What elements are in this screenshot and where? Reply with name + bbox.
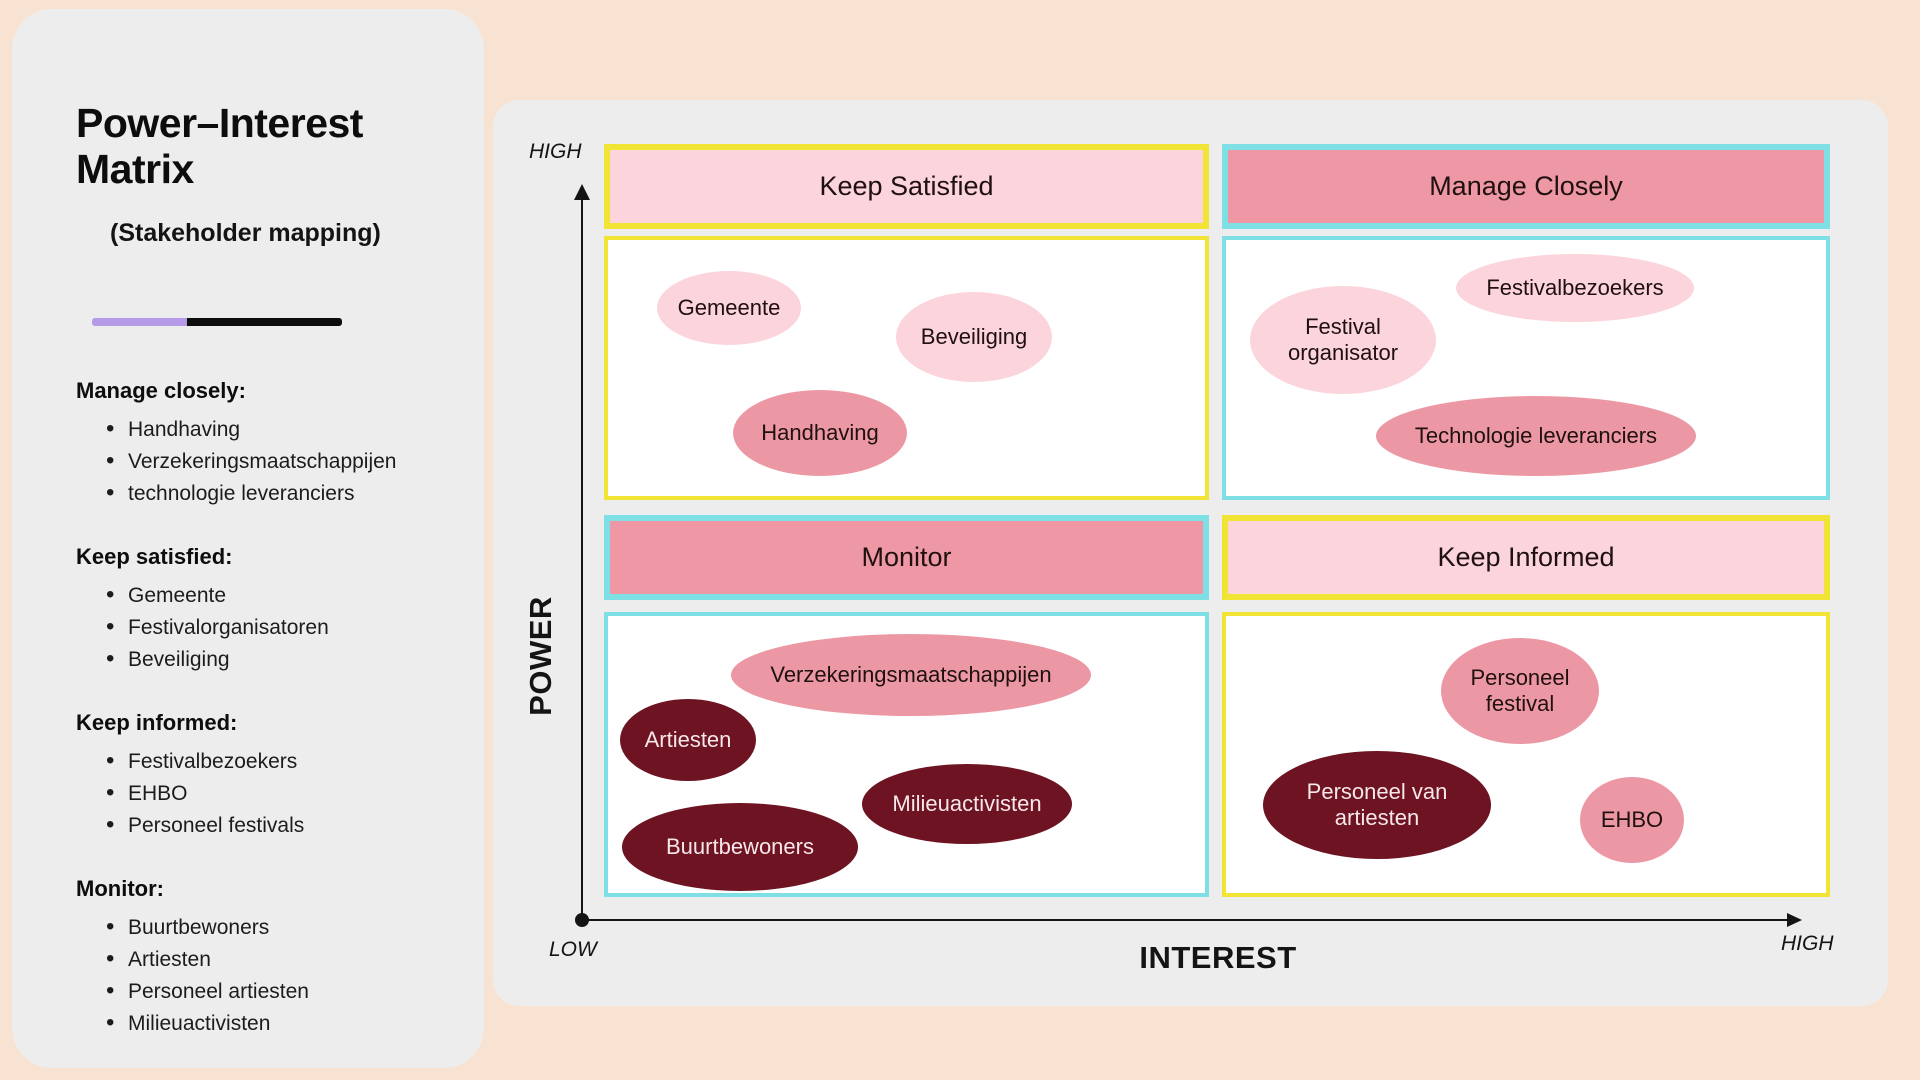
bubble-label: Personeel van artiesten xyxy=(1306,779,1448,830)
quadrant-body-monitor: Verzekeringsmaatschappijen Artiesten Mil… xyxy=(604,612,1209,897)
y-axis-title: POWER xyxy=(523,596,558,716)
matrix-panel: HIGH POWER LOW INTEREST HIGH Keep Satisf… xyxy=(493,100,1888,1006)
legend-section-keep-satisfied: Keep satisfied: Gemeente Festivalorganis… xyxy=(76,544,444,676)
quadrant-header-manage-closely: Manage Closely xyxy=(1222,144,1830,229)
quadrant-body-manage-closely: Festivalbezoekers Festival organisator T… xyxy=(1222,236,1830,500)
legend-section-keep-informed: Keep informed: Festivalbezoekers EHBO Pe… xyxy=(76,710,444,842)
page-subtitle: (Stakeholder mapping) xyxy=(110,218,381,247)
bubble-label: Artiesten xyxy=(644,727,732,753)
y-axis xyxy=(581,200,583,920)
x-axis-low-label: LOW xyxy=(549,938,597,961)
quadrant-body-keep-satisfied: Gemeente Beveiliging Handhaving xyxy=(604,236,1209,500)
bubble-label: Festivalbezoekers xyxy=(1486,275,1664,301)
bubble-label: EHBO xyxy=(1600,807,1664,833)
x-axis-high-label: HIGH xyxy=(1781,932,1834,955)
stakeholder-bubble: Gemeente xyxy=(657,271,801,345)
divider-purple-segment xyxy=(92,317,187,326)
x-axis-arrow-icon xyxy=(1787,913,1802,927)
quadrant-header-monitor: Monitor xyxy=(604,515,1209,600)
list-item: technologie leveranciers xyxy=(106,477,444,510)
stakeholder-bubble: Verzekeringsmaatschappijen xyxy=(731,634,1091,716)
divider xyxy=(92,317,342,326)
list-item: EHBO xyxy=(106,777,444,810)
quadrant-header-keep-informed: Keep Informed xyxy=(1222,515,1830,600)
divider-black-segment xyxy=(187,317,342,326)
legend-section-manage-closely: Manage closely: Handhaving Verzekeringsm… xyxy=(76,378,444,510)
x-axis xyxy=(582,919,1787,921)
list-item: Gemeente xyxy=(106,579,444,612)
list-item: Buurtbewoners xyxy=(106,911,444,944)
bubble-label: Handhaving xyxy=(761,420,879,446)
stakeholder-bubble: Beveiliging xyxy=(896,292,1052,382)
bubble-label: Technologie leveranciers xyxy=(1414,423,1658,449)
stakeholder-bubble: Technologie leveranciers xyxy=(1376,396,1696,476)
bubble-label: Personeel festival xyxy=(1470,665,1570,716)
list-item: Festivalbezoekers xyxy=(106,745,444,778)
legend-heading: Monitor: xyxy=(76,875,164,901)
list-item: Artiesten xyxy=(106,943,444,976)
bubble-label: Gemeente xyxy=(677,295,781,321)
list-item: Verzekeringsmaatschappijen xyxy=(106,445,444,478)
stakeholder-bubble: Buurtbewoners xyxy=(622,803,858,891)
x-axis-title: INTEREST xyxy=(1139,940,1297,975)
stakeholder-bubble: Personeel festival xyxy=(1441,638,1599,744)
list-item: Milieuactivisten xyxy=(106,1007,444,1040)
stakeholder-bubble: Festivalbezoekers xyxy=(1456,254,1694,322)
bubble-label: Milieuactivisten xyxy=(892,791,1042,817)
legend-section-monitor: Monitor: Buurtbewoners Artiesten Persone… xyxy=(76,876,444,1040)
sidebar: Power–Interest Matrix (Stakeholder mappi… xyxy=(12,9,484,1068)
legend-heading: Keep satisfied: xyxy=(76,543,233,569)
stakeholder-bubble: EHBO xyxy=(1580,777,1684,863)
origin-dot xyxy=(575,913,589,927)
quadrant-body-keep-informed: Personeel festival Personeel van artiest… xyxy=(1222,612,1830,897)
bubble-label: Buurtbewoners xyxy=(666,834,814,860)
bubble-label: Festival organisator xyxy=(1287,314,1399,365)
list-item: Personeel artiesten xyxy=(106,975,444,1008)
list-item: Beveiliging xyxy=(106,643,444,676)
bubble-label: Verzekeringsmaatschappijen xyxy=(770,662,1052,688)
stakeholder-bubble: Festival organisator xyxy=(1250,286,1436,394)
bubble-label: Beveiliging xyxy=(920,324,1028,350)
stakeholder-bubble: Milieuactivisten xyxy=(862,764,1072,844)
stakeholder-bubble: Artiesten xyxy=(620,699,756,781)
stakeholder-bubble: Handhaving xyxy=(733,390,907,476)
page-title: Power–Interest Matrix xyxy=(76,100,363,192)
quadrant-title: Keep Satisfied xyxy=(819,171,994,201)
quadrant-title: Manage Closely xyxy=(1429,171,1623,201)
list-item: Personeel festivals xyxy=(106,809,444,842)
legend-heading: Keep informed: xyxy=(76,709,238,735)
legend-heading: Manage closely: xyxy=(76,377,246,403)
list-item: Handhaving xyxy=(106,413,444,446)
quadrant-title: Monitor xyxy=(861,542,952,572)
y-axis-high-label: HIGH xyxy=(529,140,582,163)
quadrant-title: Keep Informed xyxy=(1437,542,1615,572)
list-item: Festivalorganisatoren xyxy=(106,611,444,644)
stakeholder-bubble: Personeel van artiesten xyxy=(1263,751,1491,859)
legend: Manage closely: Handhaving Verzekeringsm… xyxy=(76,378,444,1040)
quadrant-header-keep-satisfied: Keep Satisfied xyxy=(604,144,1209,229)
y-axis-arrow-icon xyxy=(574,184,590,200)
